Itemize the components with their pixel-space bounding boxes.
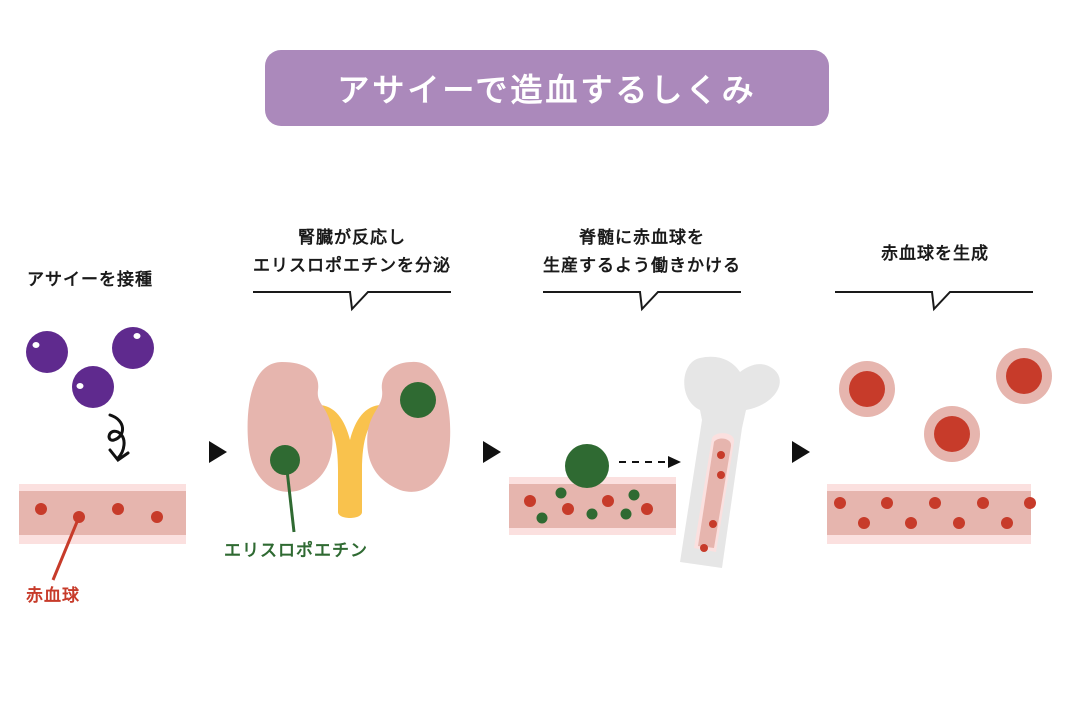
acai-berry <box>112 327 154 369</box>
bubble-line-step4 <box>835 291 1033 312</box>
blood-vessel-step3 <box>509 477 676 535</box>
ureter <box>318 405 382 518</box>
bubble-line-step3 <box>543 291 741 312</box>
red-blood-cell-label: 赤血球 <box>26 586 80 606</box>
title-banner: アサイーで造血するしくみ <box>265 50 829 126</box>
kidney-right <box>367 361 451 492</box>
red-blood-cell <box>602 495 614 507</box>
erythropoietin-dot <box>555 487 567 499</box>
rbc-pointer-line <box>51 516 81 581</box>
red-blood-cell <box>641 503 653 515</box>
erythropoietin-dot <box>628 489 640 501</box>
blood-vessel-step1 <box>19 484 186 544</box>
step2-caption: 腎臓が反応し エリスロポエチンを分泌 <box>253 228 451 276</box>
bubble-line-step2 <box>253 291 451 312</box>
red-blood-cell <box>929 497 941 509</box>
erythropoietin-label: エリスロポエチン <box>224 541 368 561</box>
acai-berries <box>26 327 154 408</box>
red-blood-cell <box>112 503 124 515</box>
step1-caption: アサイーを接種 <box>27 270 153 290</box>
erythropoietin-dot <box>400 382 436 418</box>
curly-arrow-icon <box>107 413 130 463</box>
red-blood-cell <box>1001 517 1013 529</box>
red-blood-cell <box>977 497 989 509</box>
produced-red-cells <box>839 348 1052 462</box>
red-blood-cell <box>953 517 965 529</box>
red-blood-cell <box>709 520 717 528</box>
red-blood-cell <box>858 517 870 529</box>
erythropoietin-dot <box>586 508 598 520</box>
dashed-arrow-head-icon <box>668 456 681 468</box>
erythropoietin-dot <box>270 445 300 475</box>
next-arrow-icon <box>209 441 227 463</box>
red-blood-cell <box>151 511 163 523</box>
red-blood-cell <box>717 451 725 459</box>
red-blood-cell-large <box>934 416 970 452</box>
red-blood-cell <box>1024 497 1036 509</box>
step4-caption: 赤血球を生成 <box>881 244 989 264</box>
acai-berry <box>72 366 114 408</box>
red-blood-cell-large <box>1006 358 1042 394</box>
step3-caption: 脊髄に赤血球を 生産するよう働きかける <box>543 228 741 276</box>
red-blood-cell-large <box>849 371 885 407</box>
next-arrow-icon <box>792 441 810 463</box>
red-blood-cell <box>834 497 846 509</box>
acai-berry <box>26 331 68 373</box>
red-blood-cell <box>562 503 574 515</box>
red-blood-cell <box>905 517 917 529</box>
erythropoietin-large <box>565 444 609 488</box>
title-text: アサイーで造血するしくみ <box>337 71 757 109</box>
bone <box>680 356 780 568</box>
red-blood-cell <box>35 503 47 515</box>
red-blood-cell <box>717 471 725 479</box>
next-arrow-icon <box>483 441 501 463</box>
red-blood-cell <box>524 495 536 507</box>
red-blood-cell <box>881 497 893 509</box>
erythropoietin-dot <box>620 508 632 520</box>
epo-pointer-line <box>285 469 296 533</box>
kidneys <box>247 361 451 533</box>
blood-vessel-step4 <box>827 484 1036 544</box>
kidney-left <box>247 362 333 492</box>
red-blood-cell <box>700 544 708 552</box>
erythropoietin-dot <box>536 512 548 524</box>
